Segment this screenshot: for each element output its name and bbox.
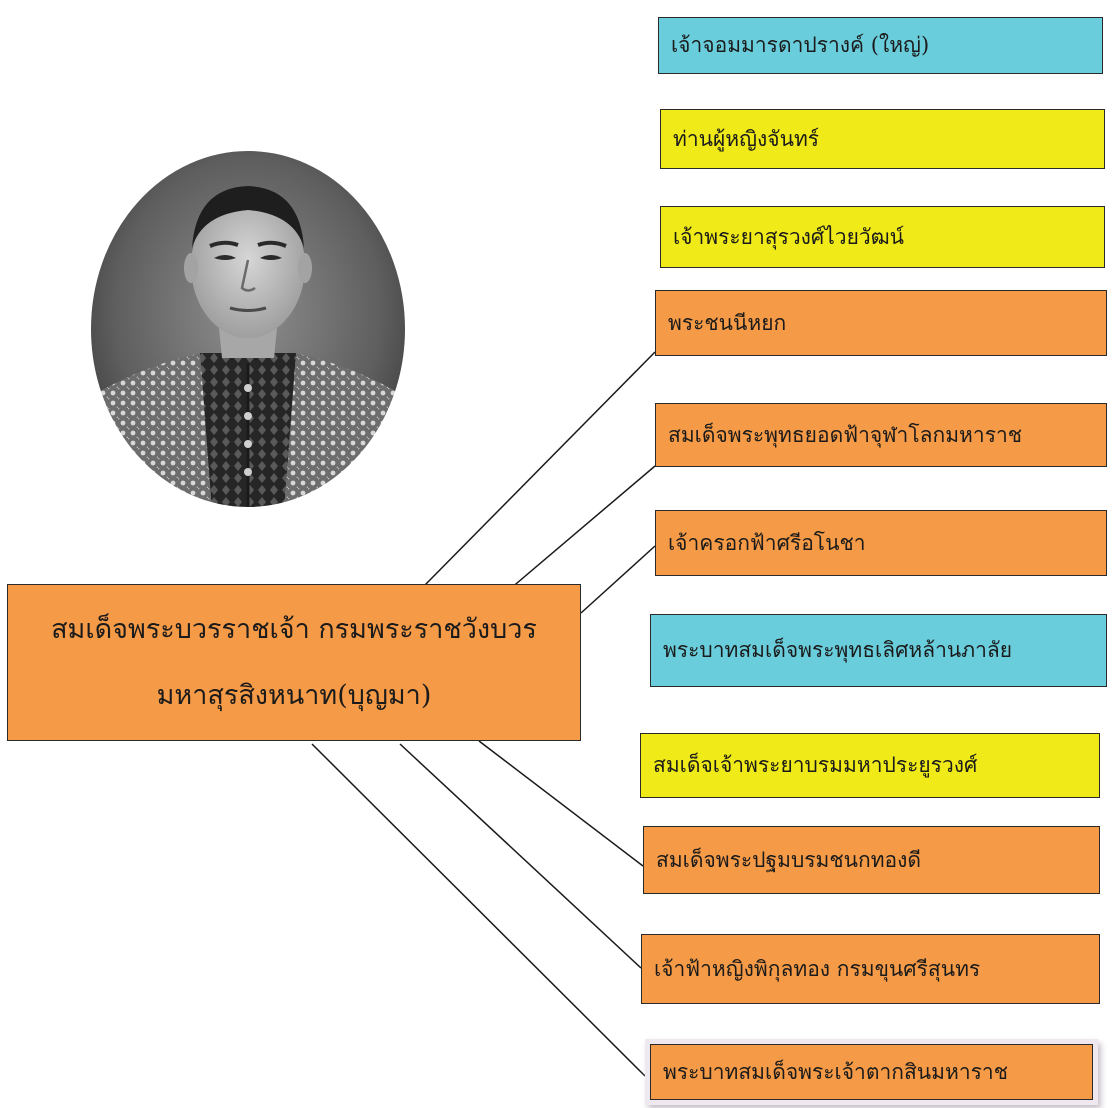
relative-label: เจ้าพระยาสุรวงศ์ไวยวัฒน์ (673, 224, 905, 249)
relative-box-chao-krok-fa-si-anocha: เจ้าครอกฟ้าศรีอโนชา (655, 510, 1107, 576)
connector-phra-chao-taksin (311, 743, 646, 1077)
relative-box-phra-phutthaloetla: พระบาทสมเด็จพระพุทธเลิศหล้านภาลัย (650, 614, 1107, 687)
connector-chao-fa-ying-pikulthong (399, 743, 642, 969)
relative-box-phra-phutthayotfa: สมเด็จพระพุทธยอดฟ้าจุฬาโลกมหาราช (655, 403, 1107, 467)
relative-box-somdet-chao-phraya-prayurawong: สมเด็จเจ้าพระยาบรมมหาประยูรวงศ์ (640, 733, 1100, 798)
relative-box-chao-chom-manda-prang: เจ้าจอมมารดาปรางค์ (ใหญ่) (658, 17, 1103, 74)
connector-chao-krok-fa (580, 545, 656, 614)
central-person-title-line2: มหาสุรสิงหนาท(บุญมา) (156, 679, 432, 711)
relative-label: พระบาทสมเด็จพระเจ้าตากสินมหาราช (663, 1059, 1008, 1084)
relative-label: พระชนนีหยก (668, 311, 787, 335)
connector-somdet-pathom (478, 740, 644, 867)
relative-box-phra-chonni-yok: พระชนนีหยก (655, 290, 1107, 356)
central-person-box: สมเด็จพระบวรราชเจ้า กรมพระราชวังบวร มหาส… (7, 584, 581, 741)
relative-label: พระบาทสมเด็จพระพุทธเลิศหล้านภาลัย (663, 638, 1013, 662)
relative-box-phra-chao-taksin: พระบาทสมเด็จพระเจ้าตากสินมหาราช (650, 1044, 1093, 1100)
portrait-image (88, 148, 408, 510)
relative-box-somdet-phra-pathom-thongdi: สมเด็จพระปฐมบรมชนกทองดี (643, 826, 1100, 894)
relative-label: สมเด็จพระพุทธยอดฟ้าจุฬาโลกมหาราช (668, 422, 1023, 447)
relative-box-than-phuying-chan: ท่านผู้หญิงจันทร์ (660, 109, 1105, 169)
relative-label: เจ้าฟ้าหญิงพิกุลทอง กรมขุนศรีสุนทร (654, 956, 981, 981)
connector-phra-phutthayotfa (496, 465, 656, 601)
relative-box-chao-phraya-surawong: เจ้าพระยาสุรวงศ์ไวยวัฒน์ (660, 206, 1105, 268)
relative-label: เจ้าจอมมารดาปรางค์ (ใหญ่) (671, 33, 930, 57)
central-person-title-line1: สมเด็จพระบวรราชเจ้า กรมพระราชวังบวร (51, 613, 537, 645)
relative-box-chao-fa-ying-pikulthong: เจ้าฟ้าหญิงพิกุลทอง กรมขุนศรีสุนทร (641, 934, 1100, 1004)
relative-label: สมเด็จพระปฐมบรมชนกทองดี (656, 847, 922, 872)
relative-label: ท่านผู้หญิงจันทร์ (673, 126, 820, 151)
relative-label: สมเด็จเจ้าพระยาบรมมหาประยูรวงศ์ (653, 753, 978, 777)
connector-phra-chonni-yok (423, 351, 656, 587)
relative-label: เจ้าครอกฟ้าศรีอโนชา (668, 530, 866, 555)
